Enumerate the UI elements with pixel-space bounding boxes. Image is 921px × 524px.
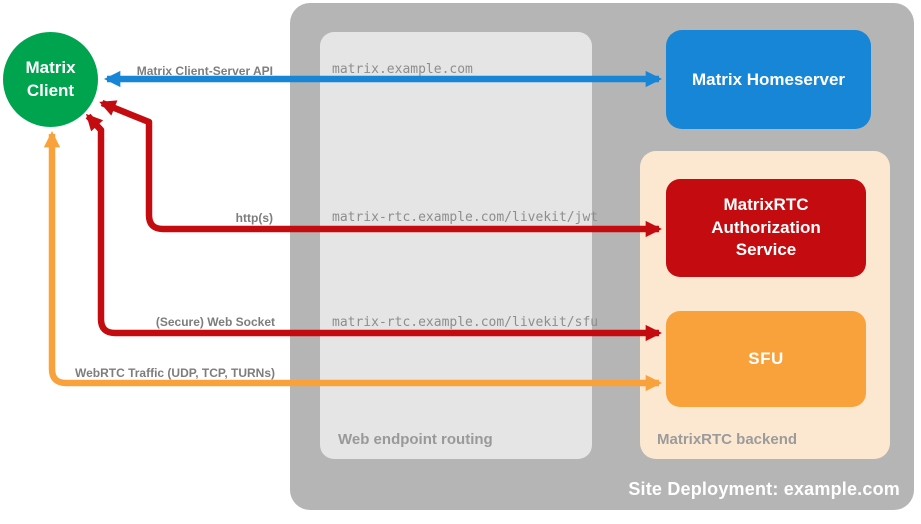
endpoint-livekit-sfu: matrix-rtc.example.com/livekit/sfu [332,315,599,330]
sfu-label: SFU [748,349,784,368]
matrixrtc-backend-label: MatrixRTC backend [657,431,798,448]
label-secure-web-socket: (Secure) Web Socket [155,315,275,329]
endpoint-matrix-example-com: matrix.example.com [332,62,473,77]
node-matrix-client: Matrix Client [3,32,98,127]
label-matrix-client-server-api: Matrix Client-Server API [136,64,273,78]
label-https: http(s) [235,211,273,225]
label-webrtc-traffic: WebRTC Traffic (UDP, TCP, TURNs) [74,366,275,380]
web-endpoint-routing-box: Web endpoint routing [320,32,592,459]
endpoint-livekit-jwt: matrix-rtc.example.com/livekit/jwt [332,210,599,225]
node-sfu: SFU [666,311,866,407]
node-matrix-homeserver: Matrix Homeserver [666,30,871,129]
site-deployment-label: Site Deployment: example.com [628,479,900,499]
matrix-client-label: Matrix Client [25,57,76,100]
matrixrtc-authorization-service-label: MatrixRTC Authorization Service [711,194,821,260]
web-endpoint-routing-label: Web endpoint routing [338,431,493,448]
node-matrixrtc-authorization-service: MatrixRTC Authorization Service [666,179,866,277]
matrix-homeserver-label: Matrix Homeserver [691,69,846,89]
